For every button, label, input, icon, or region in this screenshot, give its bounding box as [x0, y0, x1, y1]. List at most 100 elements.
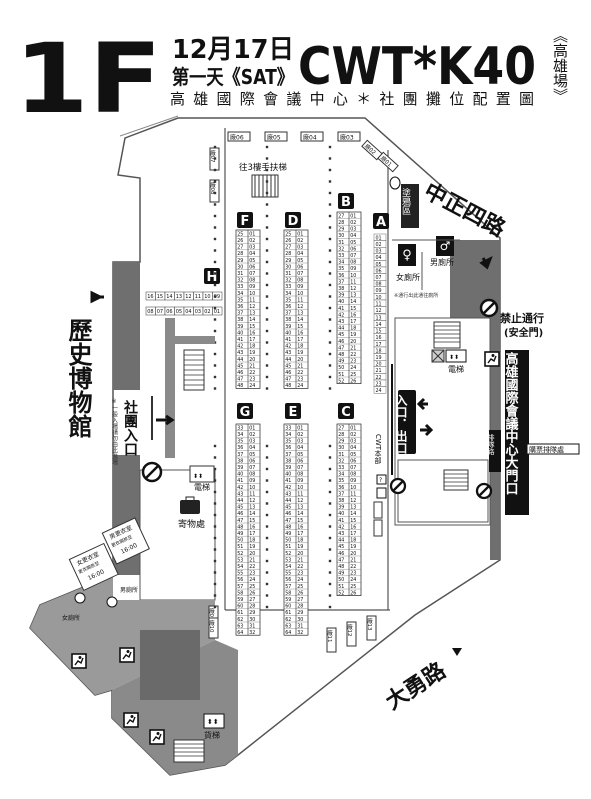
booth-cell[interactable]: 28 — [237, 251, 243, 257]
booth-cell[interactable]: 29 — [338, 227, 344, 233]
booth-cell[interactable]: 18 — [350, 538, 356, 544]
booth-cell[interactable]: 21 — [350, 557, 356, 563]
booth-cell[interactable]: 06 — [164, 306, 175, 316]
booth-cell[interactable]: 24 — [297, 577, 303, 583]
booth-cell[interactable]: 26 — [285, 238, 291, 244]
booth-cell[interactable]: 44 — [285, 357, 291, 363]
booth-cell[interactable]: 48 — [338, 352, 344, 358]
booth-cell[interactable]: 35 — [285, 439, 291, 445]
booth-cell[interactable]: 08 — [350, 472, 356, 478]
booth-cell[interactable]: 33 — [237, 284, 243, 290]
booth-cell[interactable]: 10 — [249, 291, 255, 297]
booth-cell[interactable]: 13 — [373, 313, 387, 321]
booth-cell[interactable]: 14 — [373, 320, 387, 328]
booth-cell[interactable]: 45 — [237, 505, 243, 511]
vendor-booth[interactable]: 廠04 — [300, 131, 324, 142]
booth-cell[interactable]: 29 — [297, 610, 303, 616]
booth-cell[interactable]: 48 — [285, 524, 291, 530]
restrooms-east[interactable]: ♀ 女廁所 ♂ 男廁所 ※通行出此通往廁所 — [392, 236, 460, 299]
booth-cell[interactable]: 34 — [285, 291, 291, 297]
booth-cell[interactable]: 01 — [350, 213, 356, 219]
booth-cell[interactable]: 09 — [249, 284, 255, 290]
booth-cell[interactable]: 01 — [249, 425, 255, 431]
booth-cell[interactable]: 35 — [338, 478, 344, 484]
booth-cell[interactable]: 35 — [338, 266, 344, 272]
booth-cell[interactable]: 40 — [338, 299, 344, 305]
booth-cell[interactable]: 06 — [297, 458, 303, 464]
escalator-3f[interactable]: 往3樓手扶梯 — [239, 162, 287, 198]
booth-cell[interactable]: 08 — [297, 472, 303, 478]
booth-cell[interactable]: 25 — [350, 372, 356, 378]
booth-cell[interactable]: 63 — [237, 623, 243, 629]
booth-cell[interactable]: 29 — [249, 610, 255, 616]
booth-cell[interactable]: 33 — [285, 425, 291, 431]
booth-cell[interactable]: 10 — [202, 291, 213, 301]
booth-cell[interactable]: 36 — [285, 304, 291, 310]
booth-cell[interactable]: 06 — [297, 264, 303, 270]
booth-cell[interactable]: 30 — [338, 233, 344, 239]
booth-cell[interactable]: 16 — [145, 291, 156, 301]
coloring-area[interactable]: 塗鴉區 — [389, 176, 419, 228]
booth-cell[interactable]: 06 — [249, 264, 255, 270]
booth-cell[interactable]: 15 — [297, 518, 303, 524]
booth-cell[interactable]: 18 — [373, 346, 387, 354]
booth-cell[interactable]: 22 — [297, 564, 303, 570]
booth-cell[interactable]: 01 — [297, 231, 303, 237]
booth-cell[interactable]: 35 — [285, 297, 291, 303]
booth-cell[interactable]: 32 — [338, 246, 344, 252]
booth-cell[interactable]: 17 — [297, 531, 303, 537]
booth-cell[interactable]: 01 — [373, 233, 387, 241]
booth-cell[interactable]: 19 — [249, 350, 255, 356]
booth-cell[interactable]: 39 — [338, 505, 344, 511]
cwt-headquarters[interactable]: CWT本部 ? — [374, 434, 387, 499]
vendor-booth[interactable]: 廠05 — [264, 131, 288, 142]
booth-cell[interactable]: 37 — [338, 279, 344, 285]
booth-cell[interactable]: 12 — [350, 286, 356, 292]
booth-cell[interactable]: 53 — [285, 557, 291, 563]
booth-cell[interactable]: 32 — [338, 458, 344, 464]
booth-cell[interactable]: 23 — [297, 377, 303, 383]
booth-cell[interactable]: 43 — [237, 350, 243, 356]
booth-cell[interactable]: 14 — [297, 511, 303, 517]
booth-cell[interactable]: 06 — [350, 246, 356, 252]
booth-cell[interactable]: 45 — [338, 544, 344, 550]
booth-cell[interactable]: 30 — [285, 264, 291, 270]
booth-cell[interactable]: 32 — [249, 630, 255, 636]
booth-cell[interactable]: 03 — [249, 439, 255, 445]
booth-cell[interactable]: 07 — [249, 271, 255, 277]
booth-cell[interactable]: 40 — [285, 472, 291, 478]
booth-cell[interactable]: 05 — [174, 306, 185, 316]
booth-cell[interactable]: 58 — [285, 590, 291, 596]
booth-cell[interactable]: 43 — [338, 319, 344, 325]
booth-cell[interactable]: 46 — [285, 370, 291, 376]
booth-cell[interactable]: 16 — [297, 524, 303, 530]
booth-cell[interactable]: 08 — [373, 280, 387, 288]
booth-cell[interactable]: 21 — [297, 557, 303, 563]
booth-cell[interactable]: 18 — [297, 538, 303, 544]
booth-cell[interactable]: 37 — [285, 311, 291, 317]
booth-cell[interactable]: 26 — [249, 590, 255, 596]
booth-cell[interactable]: 17 — [350, 319, 356, 325]
booth-cell[interactable]: 37 — [237, 311, 243, 317]
booth-cell[interactable]: 12 — [350, 498, 356, 504]
booth-cell[interactable]: 04 — [350, 233, 356, 239]
booth-cell[interactable]: 22 — [249, 370, 255, 376]
booth-cell[interactable]: 09 — [350, 266, 356, 272]
booth-cell[interactable]: 09 — [249, 478, 255, 484]
booth-cell[interactable]: 10 — [373, 293, 387, 301]
booth-cell[interactable]: 20 — [350, 551, 356, 557]
booth-cell[interactable]: 28 — [249, 604, 255, 610]
elevator-left[interactable]: ⬍⬍ 電梯 — [189, 465, 215, 492]
booth-cell[interactable]: 15 — [249, 518, 255, 524]
booth-cell[interactable]: 45 — [338, 332, 344, 338]
booth-cell[interactable]: 22 — [350, 352, 356, 358]
booth-cell[interactable]: 10 — [297, 291, 303, 297]
booth-cell[interactable]: 38 — [285, 317, 291, 323]
booth-cell[interactable]: 19 — [297, 544, 303, 550]
booth-cell[interactable]: 16 — [350, 312, 356, 318]
booth-cell[interactable]: 20 — [350, 339, 356, 345]
booth-cell[interactable]: 35 — [237, 297, 243, 303]
booth-cell[interactable]: 63 — [285, 623, 291, 629]
booth-cell[interactable]: 45 — [285, 363, 291, 369]
booth-cell[interactable]: 23 — [297, 571, 303, 577]
